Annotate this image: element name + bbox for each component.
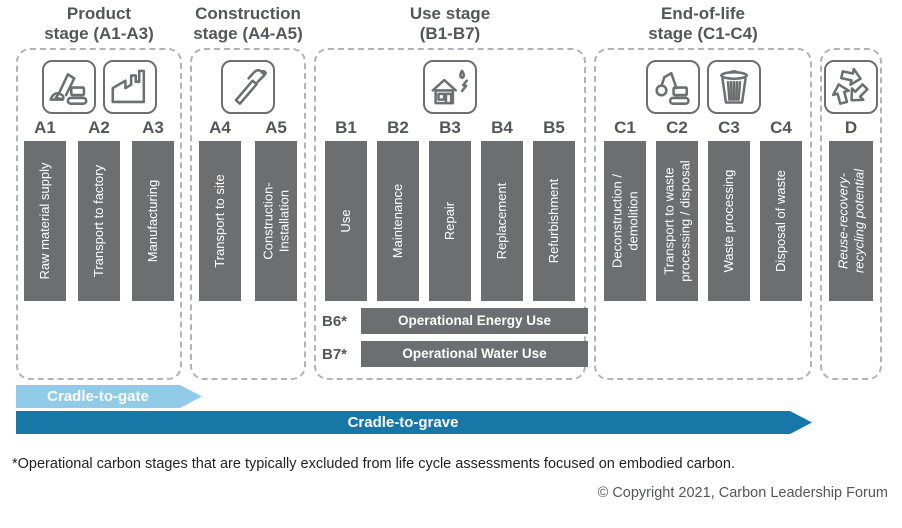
construction-stage-title-line1: Construction — [195, 4, 301, 23]
stage-bar: Manufacturing — [132, 141, 174, 301]
stage-bar: Deconstruction / demolition — [604, 141, 646, 301]
column-b2: B2 Maintenance — [377, 116, 419, 301]
beyond-lifecycle-group-d: D Reuse-recovery- recycling potential — [820, 48, 882, 380]
stage-bar-label: Maintenance — [390, 183, 406, 259]
column-code: C4 — [770, 118, 792, 137]
stage-bar: Use — [325, 141, 367, 301]
column-code: A1 — [34, 118, 56, 137]
stage-bar: Transport to waste processing / disposal — [656, 141, 698, 301]
stage-bar-label: Replacement — [494, 182, 510, 260]
stage-bar-label: Construction- Installation — [260, 182, 291, 260]
column-a3: A3 Manufacturing — [132, 116, 174, 301]
stage-bar: Refurbishment — [533, 141, 575, 301]
house-energy-water-icon — [423, 60, 477, 114]
column-c2: C2 Transport to waste processing / dispo… — [656, 116, 698, 301]
stage-bar: Repair — [429, 141, 471, 301]
use-stage-title: Use stage (B1-B7) — [314, 4, 586, 44]
column-code: B5 — [543, 118, 565, 137]
row-b6-code: B6* — [322, 312, 348, 330]
column-code: B3 — [439, 118, 461, 137]
footnote: *Operational carbon stages that are typi… — [12, 456, 735, 472]
use-stage-title-line1: Use stage — [409, 4, 491, 23]
column-a2: A2 Transport to factory — [78, 116, 120, 301]
use-stage-group: B1 Use B2 Maintenance B3 Repair B4 Repla… — [314, 48, 588, 380]
column-b5: B5 Refurbishment — [533, 116, 575, 301]
demolition-crane-icon — [645, 60, 700, 114]
stage-bar-label: Deconstruction / demolition — [609, 174, 640, 268]
recycle-arrows-icon — [824, 60, 878, 114]
product-stage-group: A1 Raw material supply A2 Transport to f… — [16, 48, 182, 380]
end-of-life-stage-title-line2: stage (C1-C4) — [648, 24, 758, 44]
row-b7-code: B7* — [322, 345, 348, 363]
column-code: C3 — [718, 118, 740, 137]
hammer-icon — [221, 60, 275, 114]
stage-bar-label: Transport to waste processing / disposal — [661, 160, 692, 282]
column-b1: B1 Use — [325, 116, 367, 301]
copyright: © Copyright 2021, Carbon Leadership Foru… — [597, 485, 888, 501]
end-of-life-stage-title-line1: End-of-life — [660, 4, 746, 23]
use-stage-title-line2: (B1-B7) — [419, 24, 481, 44]
column-d: D Reuse-recovery- recycling potential — [829, 116, 873, 301]
construction-stage-group: A4 Transport to site A5 Construction- In… — [190, 48, 306, 380]
trash-can-icon — [706, 60, 761, 114]
operational-water-use-bar: Operational Water Use — [361, 341, 588, 367]
column-code: C2 — [666, 118, 688, 137]
stage-bar-label: Transport to factory — [91, 164, 107, 278]
product-stage-title-line1: Product — [66, 4, 132, 23]
construction-stage-title: Construction stage (A4-A5) — [190, 4, 306, 44]
column-code: A3 — [142, 118, 164, 137]
column-code: C1 — [614, 118, 636, 137]
column-a1: A1 Raw material supply — [24, 116, 66, 301]
stage-bar-label: Waste processing — [721, 169, 737, 273]
column-code: A2 — [88, 118, 110, 137]
column-code: B1 — [335, 118, 357, 137]
column-code: A4 — [209, 118, 231, 137]
column-code: A5 — [265, 118, 287, 137]
stage-bar-label: Reuse-recovery- recycling potential — [835, 168, 866, 274]
stage-bar-label: Transport to site — [212, 174, 228, 268]
stage-bar: Reuse-recovery- recycling potential — [829, 141, 873, 301]
end-of-life-stage-group: C1 Deconstruction / demolition C2 Transp… — [594, 48, 812, 380]
column-code: B2 — [387, 118, 409, 137]
stage-bar: Replacement — [481, 141, 523, 301]
stage-bar-label: Manufacturing — [145, 179, 161, 263]
product-stage-title: Product stage (A1-A3) — [16, 4, 182, 44]
product-stage-title-line2: stage (A1-A3) — [44, 24, 154, 44]
stage-bar-label: Repair — [442, 201, 458, 241]
operational-energy-use-bar: Operational Energy Use — [361, 308, 588, 334]
column-b4: B4 Replacement — [481, 116, 523, 301]
row-b7: B7* Operational Water Use — [322, 341, 588, 367]
end-of-life-stage-title: End-of-life stage (C1-C4) — [594, 4, 812, 44]
stage-bar: Raw material supply — [24, 141, 66, 301]
cradle-to-grave-arrow: Cradle-to-grave — [16, 411, 812, 434]
construction-stage-title-line2: stage (A4-A5) — [193, 24, 303, 44]
stage-bar-label: Use — [338, 209, 354, 233]
factory-icon — [102, 60, 157, 114]
column-a5: A5 Construction- Installation — [255, 116, 297, 301]
stage-bar-label: Raw material supply — [37, 162, 53, 280]
column-code: D — [844, 118, 858, 137]
stage-bar-label: Refurbishment — [546, 178, 562, 264]
stage-bar: Transport to factory — [78, 141, 120, 301]
stage-bar: Construction- Installation — [255, 141, 297, 301]
column-c1: C1 Deconstruction / demolition — [604, 116, 646, 301]
excavator-icon — [41, 60, 96, 114]
stage-bar: Transport to site — [199, 141, 241, 301]
column-c4: C4 Disposal of waste — [760, 116, 802, 301]
stage-bar-label: Disposal of waste — [773, 170, 789, 272]
column-b3: B3 Repair — [429, 116, 471, 301]
column-a4: A4 Transport to site — [199, 116, 241, 301]
stage-bar: Waste processing — [708, 141, 750, 301]
column-c3: C3 Waste processing — [708, 116, 750, 301]
row-b6: B6* Operational Energy Use — [322, 308, 588, 334]
stage-bar: Maintenance — [377, 141, 419, 301]
stage-bar: Disposal of waste — [760, 141, 802, 301]
cradle-to-gate-arrow: Cradle-to-gate — [16, 385, 202, 408]
column-code: B4 — [491, 118, 513, 137]
